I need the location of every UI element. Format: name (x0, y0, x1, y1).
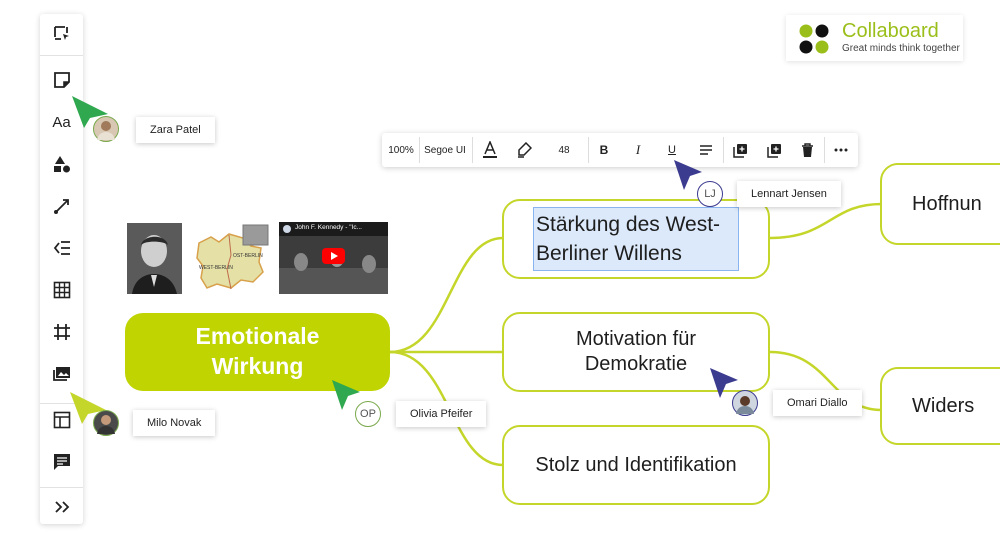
avatar: LJ (697, 181, 723, 207)
avatar (93, 116, 119, 142)
cursor-label: Olivia Pfeifer (396, 401, 487, 427)
expand-icon (54, 501, 69, 513)
connector-icon (53, 199, 69, 214)
cursor-pointer-icon (674, 160, 702, 190)
expand-tool[interactable] (40, 489, 83, 525)
highlighter-icon (518, 142, 532, 158)
mindmap-icon (53, 241, 70, 255)
cursor-label: Lennart Jensen (737, 181, 841, 207)
youtube-play-icon[interactable] (322, 248, 345, 264)
logo-tagline: Great minds think together (842, 43, 960, 54)
kennedy-photo[interactable] (127, 223, 182, 294)
add-node-icon (766, 143, 781, 158)
table-tool[interactable] (40, 272, 83, 308)
cursor-label: Omari Diallo (773, 390, 862, 416)
map-label-west: WEST-BERLIN (199, 265, 233, 271)
cursor-pointer-icon (332, 380, 360, 410)
delete-button[interactable] (794, 133, 820, 167)
node-text: Widers (912, 394, 975, 417)
cursor-pointer-icon (70, 392, 106, 424)
left-toolbar: Aa (40, 14, 83, 524)
text-icon: Aa (52, 113, 71, 131)
font-color-button[interactable] (476, 133, 504, 167)
add-child-button[interactable] (761, 133, 787, 167)
trash-icon (801, 142, 813, 157)
highlight-button[interactable] (510, 133, 538, 167)
template-icon (53, 411, 70, 429)
avatar: OP (355, 401, 381, 427)
mindmap-tool[interactable] (40, 230, 83, 266)
user-photo-icon (736, 396, 754, 414)
node-text: Motivation für Demokratie (575, 328, 697, 375)
media-tool[interactable] (40, 356, 83, 392)
text-format-toolbar: 100% Segoe UI 48 B I U (382, 133, 858, 167)
avatar (93, 410, 119, 436)
cursor-label: Zara Patel (136, 117, 215, 143)
shapes-tool[interactable] (40, 146, 83, 182)
select-icon (53, 26, 69, 40)
berlin-map[interactable]: WEST-BERLIN OST-BERLIN (189, 223, 270, 294)
font-family-select[interactable]: Segoe UI (424, 144, 466, 156)
frame-icon (53, 324, 70, 340)
font-color-icon (483, 141, 497, 158)
logo-title: Collaboard (842, 20, 939, 42)
map-label-east: OST-BERLIN (233, 253, 263, 259)
node-stolz[interactable]: Stolz und Identifikation (502, 425, 770, 505)
more-icon (834, 148, 848, 152)
cursor-pointer-icon (72, 96, 108, 128)
central-topic[interactable]: Emotionale Wirkung (125, 313, 390, 391)
connector-tool[interactable] (40, 188, 83, 224)
user-photo-icon (97, 415, 115, 434)
chat-icon (53, 454, 70, 470)
sticky-note-icon (53, 72, 70, 88)
user-photo-icon (97, 121, 115, 140)
shapes-icon (53, 156, 70, 173)
node-text: Hoffnun (912, 192, 982, 215)
duplicate-icon (732, 143, 747, 158)
map-image: WEST-BERLIN OST-BERLIN (196, 224, 269, 290)
underline-button[interactable]: U (668, 144, 676, 156)
chat-tool[interactable] (40, 444, 83, 480)
video-title: John F. Kennedy - "Ic... (295, 224, 362, 231)
zoom-level[interactable]: 100% (388, 144, 414, 156)
images-icon (52, 367, 70, 381)
font-size-input[interactable]: 48 (558, 144, 570, 156)
portrait-image (127, 223, 182, 294)
node-text: Stolz und Identifikation (535, 453, 737, 476)
cursor-pointer-icon (710, 368, 738, 398)
text-tool[interactable]: Aa (40, 104, 83, 140)
sticky-note-tool[interactable] (40, 62, 83, 98)
cursor-label: Milo Novak (133, 410, 216, 436)
node-widerstand[interactable]: Widers (880, 367, 1000, 445)
template-tool[interactable] (40, 402, 83, 438)
frame-tool[interactable] (40, 314, 83, 350)
node-hoffnung[interactable]: Hoffnun (880, 163, 1000, 245)
node-staerkung[interactable]: Stärkung des West-Berliner Willens (502, 199, 770, 279)
duplicate-button[interactable] (727, 133, 753, 167)
avatar (732, 390, 758, 416)
logo-mark-icon (799, 24, 829, 54)
italic-button[interactable]: I (635, 142, 641, 157)
align-left-icon (700, 145, 712, 155)
bold-button[interactable]: B (599, 143, 609, 157)
select-tool[interactable] (40, 16, 83, 52)
kennedy-video[interactable]: John F. Kennedy - "Ic... (279, 222, 388, 294)
collaboard-logo: Collaboard Great minds think together (786, 15, 963, 61)
more-button[interactable] (828, 133, 854, 167)
table-icon (53, 281, 70, 299)
node-text-selected[interactable]: Stärkung des West-Berliner Willens (533, 206, 739, 272)
align-button[interactable] (694, 133, 718, 167)
